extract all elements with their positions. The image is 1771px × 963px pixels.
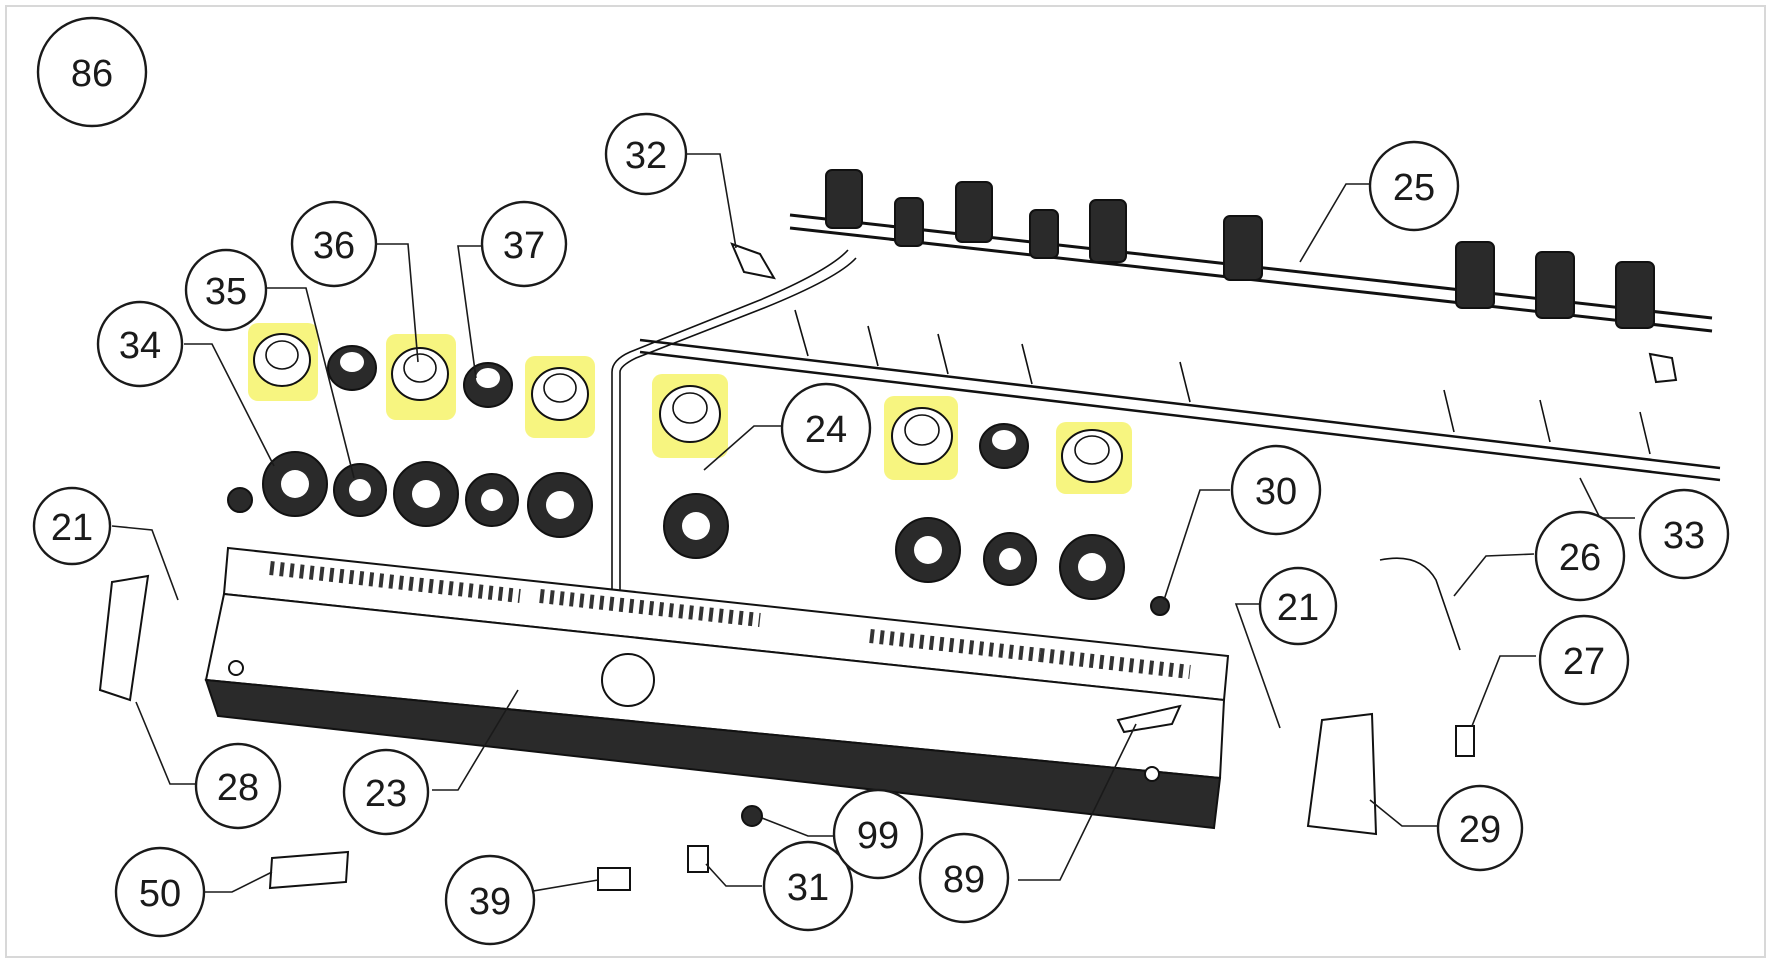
svg-text:34: 34	[119, 325, 161, 367]
valve-assembly	[1029, 209, 1059, 259]
svg-text:24: 24	[805, 409, 847, 451]
clip-39	[597, 867, 631, 891]
knob-face	[265, 340, 299, 370]
svg-text:26: 26	[1559, 537, 1601, 579]
vent-slots	[269, 561, 1191, 679]
bracket-32	[730, 242, 776, 280]
svg-text:39: 39	[469, 881, 511, 923]
callout-24: 24	[780, 382, 872, 474]
valve-assembly	[955, 181, 993, 243]
bracket-33	[1648, 352, 1678, 384]
svg-text:28: 28	[217, 767, 259, 809]
fitting-27	[1455, 725, 1475, 757]
svg-text:27: 27	[1563, 641, 1605, 683]
bezel-row	[227, 451, 1125, 600]
control-knob	[391, 347, 449, 401]
svg-text:21: 21	[51, 507, 93, 549]
svg-text:32: 32	[625, 135, 667, 177]
callout-26: 26	[1534, 510, 1626, 602]
gas-tube	[611, 249, 849, 595]
callout-35: 35	[184, 248, 268, 332]
callout-27: 27	[1538, 614, 1630, 706]
fitting-30	[1150, 596, 1170, 616]
callout-89: 89	[918, 832, 1010, 924]
bracket-89	[1116, 704, 1182, 734]
svg-text:25: 25	[1393, 167, 1435, 209]
svg-text:99: 99	[857, 815, 899, 857]
svg-text:31: 31	[787, 867, 829, 909]
callout-50: 50	[114, 846, 206, 938]
callout-23: 23	[342, 748, 430, 836]
svg-text:30: 30	[1255, 471, 1297, 513]
valve-assembly	[894, 197, 924, 247]
bracket-50	[268, 850, 350, 890]
svg-text:36: 36	[313, 225, 355, 267]
valve-assembly	[825, 169, 863, 229]
control-knob	[531, 367, 589, 421]
callout-36: 36	[290, 200, 378, 288]
callout-39: 39	[444, 854, 536, 946]
callout-28: 28	[194, 742, 282, 830]
valve-assembly	[1615, 261, 1655, 329]
panel-grille	[204, 678, 1222, 830]
callout-25: 25	[1368, 140, 1460, 232]
control-knob	[891, 407, 953, 465]
svg-text:29: 29	[1459, 809, 1501, 851]
svg-text:33: 33	[1663, 515, 1705, 557]
knob-row	[248, 323, 1132, 494]
page-number-callout: 86	[36, 16, 148, 128]
callout-21-right: 21	[1258, 566, 1338, 646]
valve-assembly	[1089, 199, 1127, 263]
callout-31: 31	[762, 840, 854, 932]
svg-text:23: 23	[365, 773, 407, 815]
valve-assembly	[1535, 251, 1575, 319]
clip-31	[687, 845, 709, 873]
svg-text:89: 89	[943, 859, 985, 901]
page-number: 86	[71, 53, 113, 95]
burner-manifold-25	[789, 169, 1713, 333]
svg-text:50: 50	[139, 873, 181, 915]
callout-21-left: 21	[32, 486, 112, 566]
front-panel-23	[204, 546, 1230, 830]
gas-tube-outline	[619, 257, 857, 595]
callout-34: 34	[96, 300, 184, 388]
end-cap-29	[1306, 712, 1378, 836]
callout-37: 37	[480, 200, 568, 288]
end-cap-28	[98, 574, 150, 702]
svg-text:35: 35	[205, 271, 247, 313]
control-knob	[1061, 429, 1123, 483]
callout-99: 99	[832, 788, 924, 880]
svg-text:37: 37	[503, 225, 545, 267]
screw-99	[741, 805, 763, 827]
callout-29: 29	[1436, 784, 1524, 872]
tube-rail-33	[639, 309, 1721, 482]
callout-30: 30	[1230, 444, 1322, 536]
valve-assembly	[1455, 241, 1495, 309]
svg-text:21: 21	[1277, 587, 1319, 629]
diagram-frame	[5, 5, 1766, 958]
callout-32: 32	[604, 112, 688, 196]
panel-window	[601, 653, 655, 707]
valve-assembly	[1223, 215, 1263, 281]
hose-26	[1379, 557, 1461, 651]
callout-33: 33	[1638, 488, 1730, 580]
control-knob	[659, 385, 721, 443]
